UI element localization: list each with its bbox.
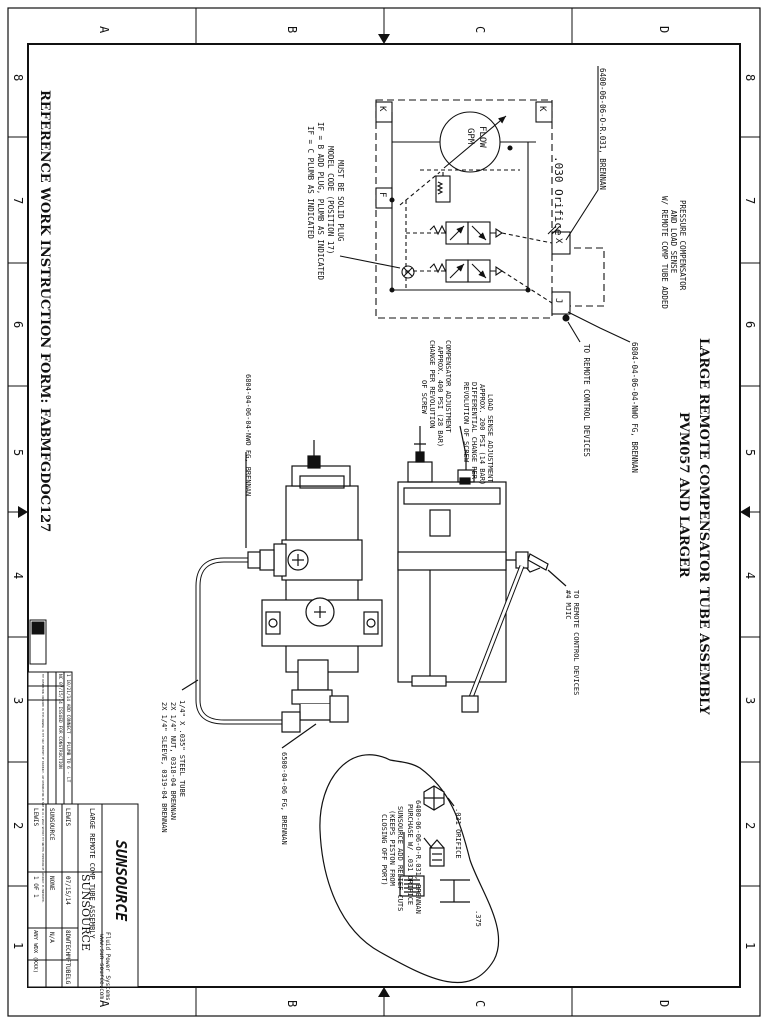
fitting-note-left: 6804-04-06-04-NWO FG, BRENNAN bbox=[244, 374, 252, 496]
note-to-remote: TO REMOTE CONTROL DEVICES bbox=[582, 344, 591, 457]
zone-number: 1 bbox=[743, 942, 757, 949]
compensator-note: CHANGE PER REVOLUTION bbox=[428, 340, 436, 429]
zone-number: 4 bbox=[743, 572, 757, 579]
drawing-number: 8DWTECHMFTUBELG bbox=[64, 930, 71, 985]
zone-number: 1 bbox=[11, 942, 25, 949]
zone-letter: B bbox=[285, 1000, 299, 1007]
flow-label: FLOW bbox=[477, 126, 487, 148]
scale: NONE bbox=[48, 876, 55, 891]
relief-note: CLOSING OFF PORT) bbox=[380, 814, 388, 886]
plug-note: IF = C PLUMB AS INDICATED bbox=[306, 126, 315, 239]
center-arrow-left bbox=[18, 506, 28, 518]
center-arrow-bottom bbox=[378, 987, 390, 997]
reference-note: REFERENCE WORK INSTRUCTION FORM: FABMFGD… bbox=[37, 90, 52, 532]
tube-note: 2X 1/4" NUT, 0318-04 BRENNAN bbox=[169, 702, 177, 820]
purchase-note: 6400-06-06-O-R.031, BRENNAN bbox=[414, 800, 422, 914]
flow-label: GPM bbox=[465, 128, 475, 145]
zone-number: 2 bbox=[11, 822, 25, 829]
sheet-number: 1 OF 1 bbox=[32, 876, 39, 898]
zone-number: 4 bbox=[11, 572, 25, 579]
zone-letter: B bbox=[285, 26, 299, 33]
plug-note: IF = B ADD PLUG, PLUMB AS INDICATED bbox=[316, 122, 325, 281]
plug-note: MUST BE SOLID PLUG bbox=[336, 160, 345, 242]
purchase-note: PURCHASE W/ .031 ORIFICE bbox=[406, 804, 414, 905]
zone-letter: A bbox=[97, 1000, 111, 1008]
drawing-subtitle: PVM057 AND LARGER bbox=[676, 412, 691, 578]
note-top-fitting: 6400-06-06-O-R.031, BRENNAN bbox=[598, 68, 607, 190]
title-block bbox=[27, 619, 139, 988]
compensator-note: OF SCREW bbox=[420, 380, 428, 415]
plug-note: MODEL CODE (POSITION 17) bbox=[326, 146, 335, 254]
port-label-k: K bbox=[537, 106, 547, 112]
zone-number: 8 bbox=[743, 74, 757, 81]
note-compensator: PRESSURE COMPENSATOR bbox=[678, 200, 687, 291]
zone-number: 5 bbox=[11, 449, 25, 456]
orifice-label: .030 Orifice bbox=[552, 156, 565, 235]
zone-number: 7 bbox=[11, 197, 25, 204]
compensator-note: APPROX. 400 PSI (28 BAR) bbox=[436, 346, 444, 447]
approved: LEWIS bbox=[32, 808, 39, 826]
zone-number: 7 bbox=[743, 197, 757, 204]
dimension-label: .375 bbox=[474, 910, 482, 927]
customer: SUNSOURCE bbox=[79, 874, 92, 951]
load-sense-note: DIFFERENTIAL CHANGE PER bbox=[470, 382, 478, 480]
date: 07/15/14 bbox=[64, 876, 71, 905]
zone-letter: D bbox=[657, 1000, 671, 1007]
orifice-detail bbox=[319, 754, 500, 984]
hydraulic-schematic bbox=[339, 66, 631, 343]
zone-letter: C bbox=[473, 1000, 487, 1007]
port-label-x: X bbox=[553, 238, 563, 244]
elbow-note: 6500-04-06 FG, BRENNAN bbox=[280, 752, 288, 845]
relief-note: SUNSOURCE ADD RELIEF CUTS bbox=[396, 806, 404, 911]
confidential-note: THE INFORMATION CONTAINED IN THIS DRAWIN… bbox=[41, 674, 44, 903]
to-remote-note: #4 MJIC bbox=[564, 590, 572, 620]
port-label-k: K bbox=[377, 106, 387, 112]
revision-row: NC 07/15/14 ISSUED FOR CONSTRUCTION bbox=[57, 674, 63, 769]
to-remote-note: TO REMOTE CONTROL DEVICES bbox=[572, 590, 580, 695]
part-number: ANY WDX (XXX) bbox=[32, 930, 38, 973]
zone-number: 8 bbox=[11, 74, 25, 81]
company-sub: Fluid Power Systems bbox=[104, 932, 111, 1001]
zone-number: 6 bbox=[11, 321, 25, 328]
tube-note: 2X 1/4" SLEEVE, 0319-04 BRENNAN bbox=[160, 702, 168, 833]
zone-number: 5 bbox=[743, 449, 757, 456]
note-compensator: W/ REMOTE COMP TUBE ADDED bbox=[660, 196, 669, 309]
port-label-j: J bbox=[553, 298, 563, 303]
drawn-by: LEWIS bbox=[64, 808, 71, 826]
customer-small: SUNSOURCE bbox=[48, 808, 55, 841]
zone-number: 3 bbox=[743, 697, 757, 704]
company-logo-text: SUNSOURCE bbox=[112, 840, 130, 922]
drawing-title: LARGE REMOTE COMPENSATOR TUBE ASSEMBLY bbox=[696, 338, 711, 715]
zone-letter: C bbox=[473, 26, 487, 33]
note-remote-fitting: 6804-04-06-04-NWO FG, BRENNAN bbox=[630, 342, 639, 473]
port-label-f: F bbox=[377, 192, 387, 197]
zone-number: 3 bbox=[11, 697, 25, 704]
revision-row: 1 10/21/14 ADD CONNECT - PLUMB TO 6 - LT bbox=[65, 674, 71, 783]
relief-note: (KEEPS PISTON FROM bbox=[388, 810, 396, 886]
zone-number: 2 bbox=[743, 822, 757, 829]
compensator-assembly bbox=[181, 425, 567, 749]
note-compensator: AND LOAD SENSE bbox=[669, 210, 678, 274]
load-sense-note: LOAD SENSE ADJUSTMENT bbox=[486, 394, 494, 483]
zone-letter: D bbox=[657, 26, 671, 33]
company-sub: www.sun-source.com bbox=[98, 934, 105, 999]
orifice-031-note: .031 ORIFICE bbox=[454, 808, 462, 859]
revision: N/A bbox=[48, 932, 55, 943]
compensator-note: COMPENSATOR ADJUSTMENT bbox=[444, 340, 452, 434]
zone-letter: A bbox=[97, 26, 111, 34]
tube-note: 1/4" X .035" STEEL TUBE bbox=[178, 700, 186, 797]
center-arrow-right bbox=[740, 506, 750, 518]
load-sense-note: APPROX. 200 PSI (14 BAR) bbox=[478, 384, 486, 485]
zone-number: 6 bbox=[743, 321, 757, 328]
center-arrow-top bbox=[378, 34, 390, 44]
sheet-title: LARGE REMOTE COMP TUBE ASSEMBLY bbox=[88, 808, 96, 939]
load-sense-note: REVOLUTION OF SCREW bbox=[462, 382, 470, 463]
